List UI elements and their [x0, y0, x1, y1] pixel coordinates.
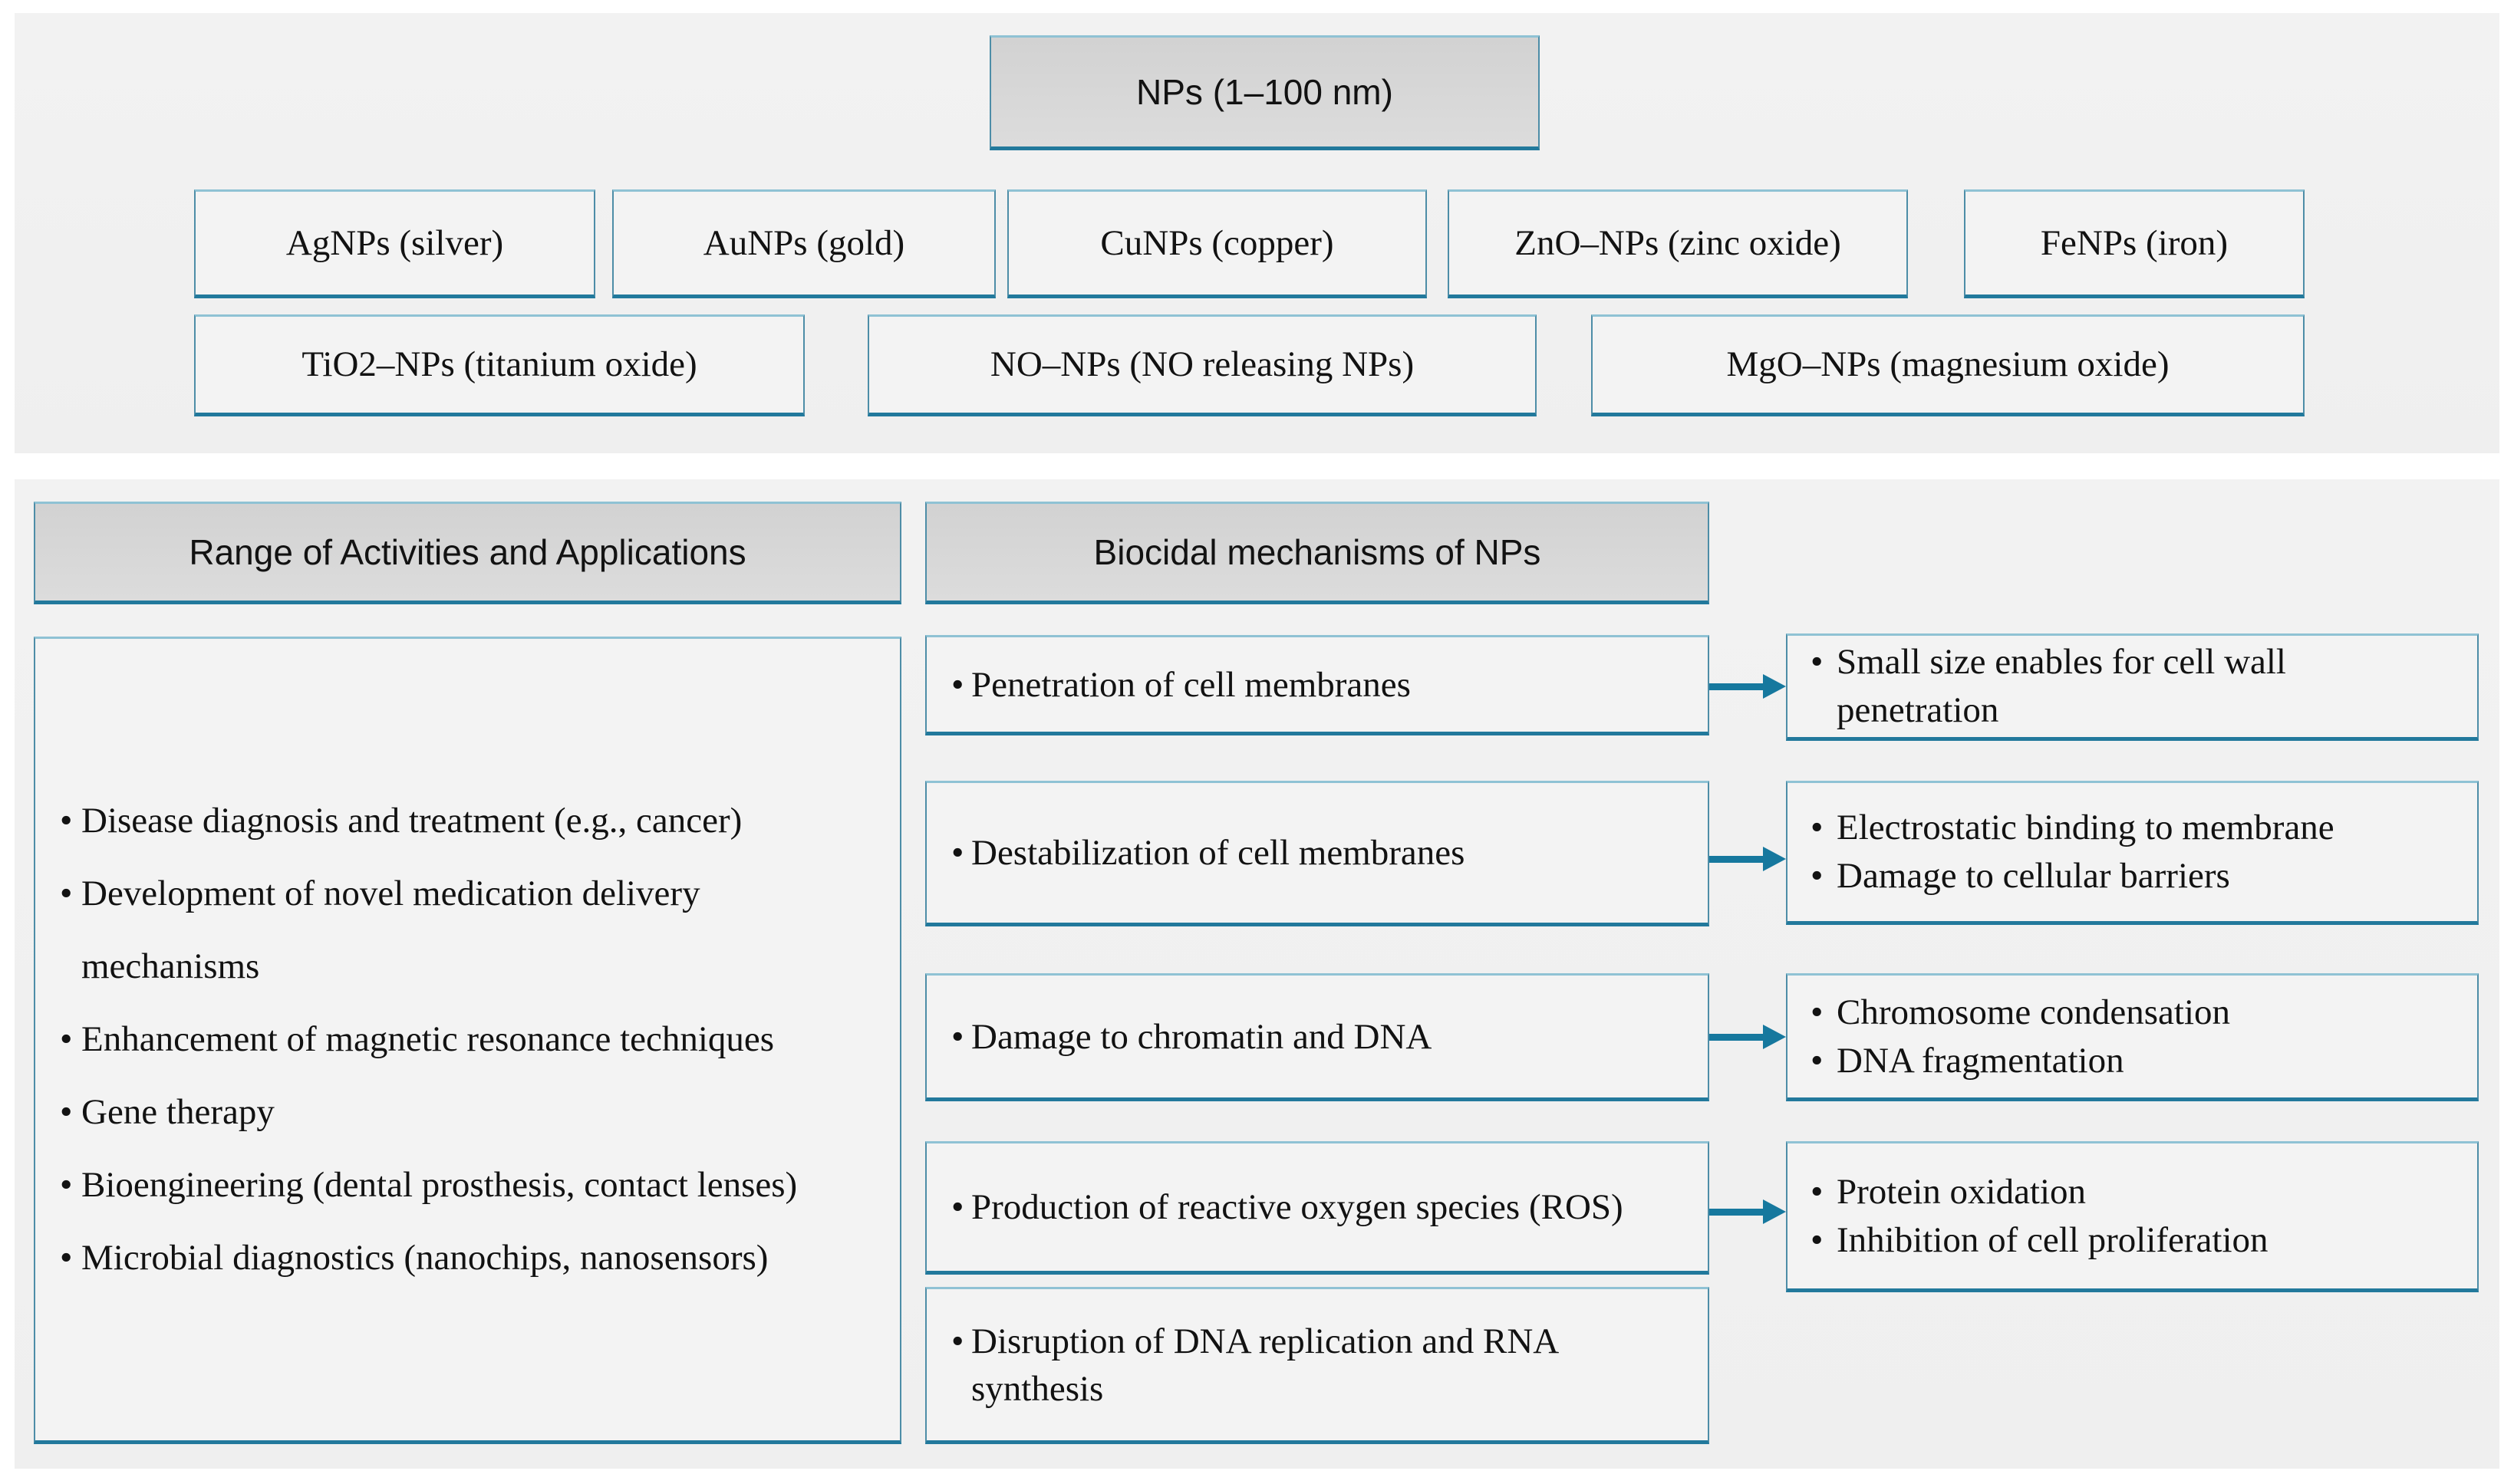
arrow-head: [1763, 1199, 1786, 1224]
effect-item: Chromosome condensation: [1811, 989, 2443, 1037]
mechanism-box-chromatin-damage: Damage to chromatin and DNA: [925, 973, 1709, 1101]
applications-box: Disease diagnosis and treatment (e.g., c…: [34, 637, 901, 1444]
arrow-head: [1763, 1025, 1786, 1049]
mechanism-item: Disruption of DNA replication and RNA sy…: [951, 1318, 1639, 1413]
effect-box-membrane-binding: Electrostatic binding to membrane Damage…: [1786, 781, 2479, 925]
effect-box-cell-wall-penetration: Small size enables for cell wall penetra…: [1786, 633, 2479, 741]
np-type-label: TiO2–NPs (titanium oxide): [301, 344, 697, 385]
effect-item: Electrostatic binding to membrane: [1811, 804, 2366, 852]
np-types-panel: NPs (1–100 nm) AgNPs (silver) AuNPs (gol…: [15, 13, 2499, 453]
np-root-box: NPs (1–100 nm): [990, 35, 1540, 150]
application-item: Development of novel medication delivery…: [60, 857, 806, 1003]
arrow-head: [1763, 674, 1786, 699]
effect-item: Small size enables for cell wall penetra…: [1811, 638, 2443, 735]
mechanism-item: Damage to chromatin and DNA: [951, 1013, 1639, 1061]
application-item: Disease diagnosis and treatment (e.g., c…: [60, 785, 806, 857]
arrow-shaft: [1709, 1209, 1766, 1216]
mechanism-box-ros: Production of reactive oxygen species (R…: [925, 1141, 1709, 1275]
application-item: Bioengineering (dental prosthesis, conta…: [60, 1149, 806, 1222]
mechanisms-header-box: Biocidal mechanisms of NPs: [925, 502, 1709, 604]
mechanism-item: Production of reactive oxygen species (R…: [951, 1183, 1639, 1231]
effect-item: Damage to cellular barriers: [1811, 852, 2366, 900]
effect-box-protein-oxidation: Protein oxidation Inhibition of cell pro…: [1786, 1141, 2479, 1292]
applications-mechanisms-panel: Range of Activities and Applications Bio…: [15, 479, 2499, 1469]
np-root-label: NPs (1–100 nm): [1136, 71, 1393, 112]
mechanism-box-dna-replication: Disruption of DNA replication and RNA sy…: [925, 1287, 1709, 1444]
arrow-shaft: [1709, 856, 1766, 863]
mechanism-item: Destabilization of cell membranes: [951, 829, 1639, 877]
arrow-shaft: [1709, 683, 1766, 690]
mechanism-box-destabilization: Destabilization of cell membranes: [925, 781, 1709, 926]
application-item: Gene therapy: [60, 1076, 806, 1149]
effect-box-chromosome: Chromosome condensation DNA fragmentatio…: [1786, 973, 2479, 1101]
effect-item: Inhibition of cell proliferation: [1811, 1216, 2443, 1265]
np-type-nonps: NO–NPs (NO releasing NPs): [868, 314, 1537, 416]
np-type-label: FeNPs (iron): [2040, 222, 2229, 263]
arrow-head: [1763, 847, 1786, 871]
np-type-tio2nps: TiO2–NPs (titanium oxide): [194, 314, 805, 416]
mechanisms-header-label: Biocidal mechanisms of NPs: [1093, 531, 1541, 572]
np-type-label: NO–NPs (NO releasing NPs): [990, 344, 1415, 385]
applications-header-label: Range of Activities and Applications: [189, 531, 746, 572]
np-type-aunps: AuNPs (gold): [612, 189, 996, 298]
arrow-right-icon: [1709, 1199, 1786, 1224]
mechanism-item: Penetration of cell membranes: [951, 661, 1639, 709]
mechanism-box-penetration: Penetration of cell membranes: [925, 635, 1709, 735]
application-item: Enhancement of magnetic resonance techni…: [60, 1003, 806, 1076]
np-type-mgonps: MgO–NPs (magnesium oxide): [1591, 314, 2305, 416]
np-type-label: AuNPs (gold): [703, 222, 905, 263]
arrow-right-icon: [1709, 1025, 1786, 1049]
np-type-cunps: CuNPs (copper): [1007, 189, 1427, 298]
np-type-label: CuNPs (copper): [1100, 222, 1334, 263]
np-type-label: AgNPs (silver): [285, 222, 504, 263]
arrow-right-icon: [1709, 674, 1786, 699]
np-type-agnps: AgNPs (silver): [194, 189, 595, 298]
applications-list: Disease diagnosis and treatment (e.g., c…: [60, 785, 854, 1295]
effect-item: DNA fragmentation: [1811, 1037, 2443, 1085]
application-item: Microbial diagnostics (nanochips, nanose…: [60, 1222, 806, 1295]
effect-item: Protein oxidation: [1811, 1168, 2443, 1216]
arrow-shaft: [1709, 1034, 1766, 1041]
arrow-right-icon: [1709, 847, 1786, 871]
np-type-znonps: ZnO–NPs (zinc oxide): [1448, 189, 1908, 298]
np-type-label: MgO–NPs (magnesium oxide): [1726, 344, 2170, 385]
applications-header-box: Range of Activities and Applications: [34, 502, 901, 604]
np-type-label: ZnO–NPs (zinc oxide): [1514, 222, 1841, 263]
np-type-fenps: FeNPs (iron): [1964, 189, 2305, 298]
